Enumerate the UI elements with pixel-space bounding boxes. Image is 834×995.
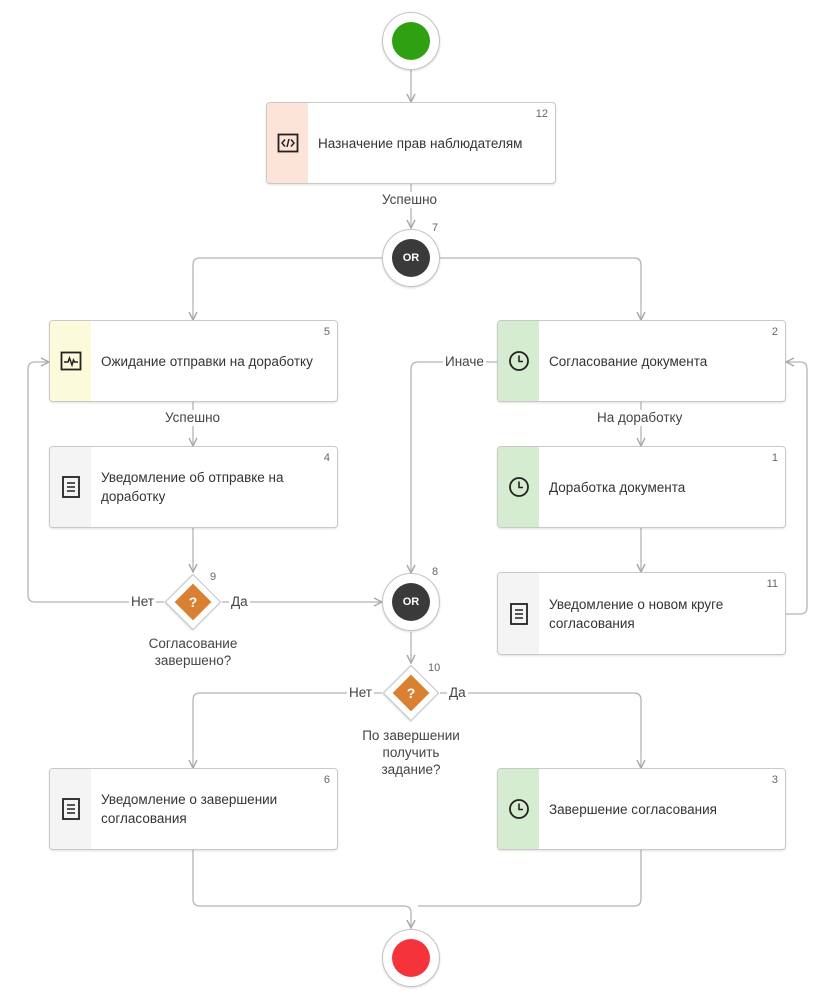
edge-d10-yes-3 [440, 692, 641, 768]
node-label: Ожидание отправки на доработку [101, 353, 313, 369]
decision-number: 10 [428, 662, 441, 674]
edge-g7-2 [440, 257, 641, 320]
task-document-rework[interactable]: Доработка документа 1 [497, 446, 786, 528]
node-label: Уведомление о новом круге согласования [549, 596, 724, 631]
start-event[interactable] [382, 12, 440, 70]
clock-icon [508, 798, 530, 820]
edge-label-yes: Да [447, 685, 468, 701]
node-number: 5 [323, 326, 330, 338]
node-label: Назначение прав наблюдателям [318, 135, 523, 151]
task-approval-completion[interactable]: Завершение согласования 3 [497, 768, 786, 850]
notify-approval-completed[interactable]: Уведомление о завершении согласования 6 [49, 768, 338, 850]
node-type-strip [267, 103, 308, 183]
node-number: 6 [323, 774, 330, 786]
edge-label-rework: На доработку [595, 410, 685, 426]
decision-approval-complete[interactable]: ? [164, 573, 222, 631]
node-label: Завершение согласования [549, 801, 717, 817]
edge-label-otherwise: Иначе [443, 354, 486, 370]
node-label: Согласование документа [549, 353, 708, 369]
activity-icon [60, 350, 82, 372]
document-icon [60, 797, 82, 821]
gateway-or-7[interactable]: OR [382, 229, 440, 287]
edge-label-yes: Да [229, 594, 250, 610]
node-number: 4 [323, 452, 330, 464]
node-type-strip [498, 321, 539, 401]
edge-2-otherwise-g8 [411, 361, 497, 573]
edge-6-end [192, 850, 411, 928]
edge-d9-no-5 [27, 362, 164, 603]
start-event-fill [392, 22, 430, 60]
node-label: Уведомление о завершении согласования [101, 792, 278, 826]
node-number: 2 [771, 326, 778, 338]
question-icon: ? [406, 685, 416, 701]
task-document-approval[interactable]: Согласование документа 2 [497, 320, 786, 402]
question-icon: ? [188, 594, 198, 610]
document-icon [60, 475, 82, 499]
edge-11-2 [785, 362, 808, 615]
node-number: 12 [535, 108, 548, 120]
edge-3-end [418, 850, 642, 907]
decision-get-task-on-completion[interactable]: ? [382, 664, 440, 722]
node-number: 11 [766, 578, 778, 590]
edge-g7-5 [193, 257, 382, 320]
gateway-number: 7 [432, 222, 439, 234]
gateway-or-label: OR [392, 239, 430, 277]
edge-label-success: Успешно [380, 192, 440, 208]
code-icon [277, 132, 299, 154]
edge-label-no: Нет [129, 594, 156, 610]
node-type-strip [50, 769, 91, 849]
task-assign-observer-rights[interactable]: Назначение прав наблюдателям 12 [266, 102, 556, 184]
node-label: Доработка документа [549, 479, 686, 495]
edge-label-success: Успешно [163, 410, 223, 426]
gateway-or-8[interactable]: OR [382, 573, 440, 631]
edge-d10-no-6 [193, 692, 382, 768]
gateway-number: 8 [432, 566, 439, 578]
decision-caption: По завершении получить задание? [362, 728, 460, 777]
decision-number: 9 [210, 571, 217, 583]
node-number: 3 [771, 774, 778, 786]
node-type-strip [498, 573, 539, 654]
node-type-strip [498, 447, 539, 527]
edge-label-no: Нет [347, 685, 374, 701]
node-label: Уведомление об отправке на доработку [101, 470, 284, 504]
decision-caption: Согласование завершено? [148, 636, 238, 668]
node-type-strip [50, 447, 91, 527]
document-icon [508, 602, 530, 626]
gateway-or-label: OR [392, 583, 430, 621]
node-type-strip [50, 321, 91, 401]
end-event[interactable] [382, 929, 440, 987]
end-event-fill [392, 939, 430, 977]
node-type-strip [498, 769, 539, 849]
notify-new-approval-round[interactable]: Уведомление о новом круге согласования 1… [497, 572, 786, 655]
clock-icon [508, 350, 530, 372]
node-number: 1 [771, 452, 778, 464]
notify-rework-sent[interactable]: Уведомление об отправке на доработку 4 [49, 446, 338, 528]
clock-icon [508, 476, 530, 498]
task-wait-for-rework[interactable]: Ожидание отправки на доработку 5 [49, 320, 338, 402]
